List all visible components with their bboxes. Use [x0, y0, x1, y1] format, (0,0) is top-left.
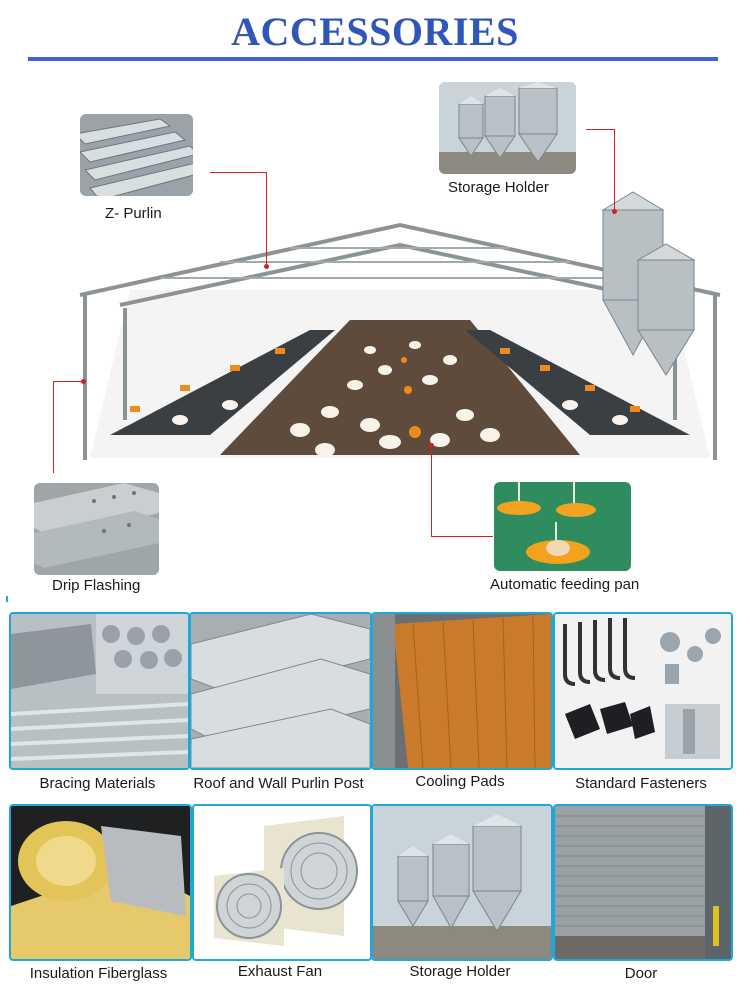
- feeding-pan-leader: [431, 536, 493, 537]
- label-cooling-pads: Cooling Pads: [415, 773, 505, 790]
- z-purlin-point: [264, 264, 269, 269]
- label-exhaust-fan: Exhaust Fan: [237, 963, 323, 980]
- card-standard-fasteners[interactable]: [553, 612, 733, 770]
- z-purlin-leader-v: [266, 172, 267, 266]
- z-purlin-image: [80, 114, 193, 196]
- title-underline: [28, 57, 718, 61]
- drip-flashing-label: Drip Flashing: [52, 577, 141, 594]
- storage-holder-label: Storage Holder: [448, 179, 549, 196]
- feeding-pan-leader-v: [431, 445, 432, 537]
- label-insulation-fiberglass: Insulation Fiberglass: [29, 965, 168, 982]
- drip-flashing-leader-v: [53, 381, 54, 473]
- card-cooling-pads[interactable]: [371, 612, 553, 770]
- card-door[interactable]: [553, 804, 733, 961]
- side-marker: [6, 596, 8, 602]
- storage-holder-leader-v: [614, 129, 615, 211]
- feeding-pan-label: Automatic feeding pan: [490, 576, 640, 593]
- label-standard-fasteners: Standard Fasteners: [575, 775, 707, 792]
- page-title: ACCESSORIES: [231, 9, 519, 54]
- storage-holder-leader: [586, 129, 615, 130]
- label-storage-holder: Storage Holder: [409, 963, 511, 980]
- label-bracing-materials: Bracing Materials: [39, 775, 156, 792]
- poultry-house-illustration: [70, 180, 730, 480]
- z-purlin-leader: [210, 172, 267, 173]
- card-storage-holder[interactable]: [371, 804, 553, 961]
- drip-flashing-leader: [53, 381, 83, 382]
- label-door: Door: [624, 965, 658, 982]
- card-insulation-fiberglass[interactable]: [9, 804, 192, 961]
- label-roof-wall-purlin-post: Roof and Wall Purlin Post: [193, 775, 364, 792]
- storage-holder-image: [439, 82, 576, 174]
- drip-flashing-image: [34, 483, 159, 575]
- feeding-pan-image: [494, 482, 631, 571]
- card-bracing-materials[interactable]: [9, 612, 190, 770]
- z-purlin-label: Z- Purlin: [105, 205, 162, 222]
- card-roof-wall-purlin-post[interactable]: [189, 612, 372, 770]
- drip-flashing-point: [81, 379, 86, 384]
- storage-holder-point: [612, 209, 617, 214]
- card-exhaust-fan[interactable]: [192, 804, 372, 961]
- feeding-pan-point: [429, 443, 434, 448]
